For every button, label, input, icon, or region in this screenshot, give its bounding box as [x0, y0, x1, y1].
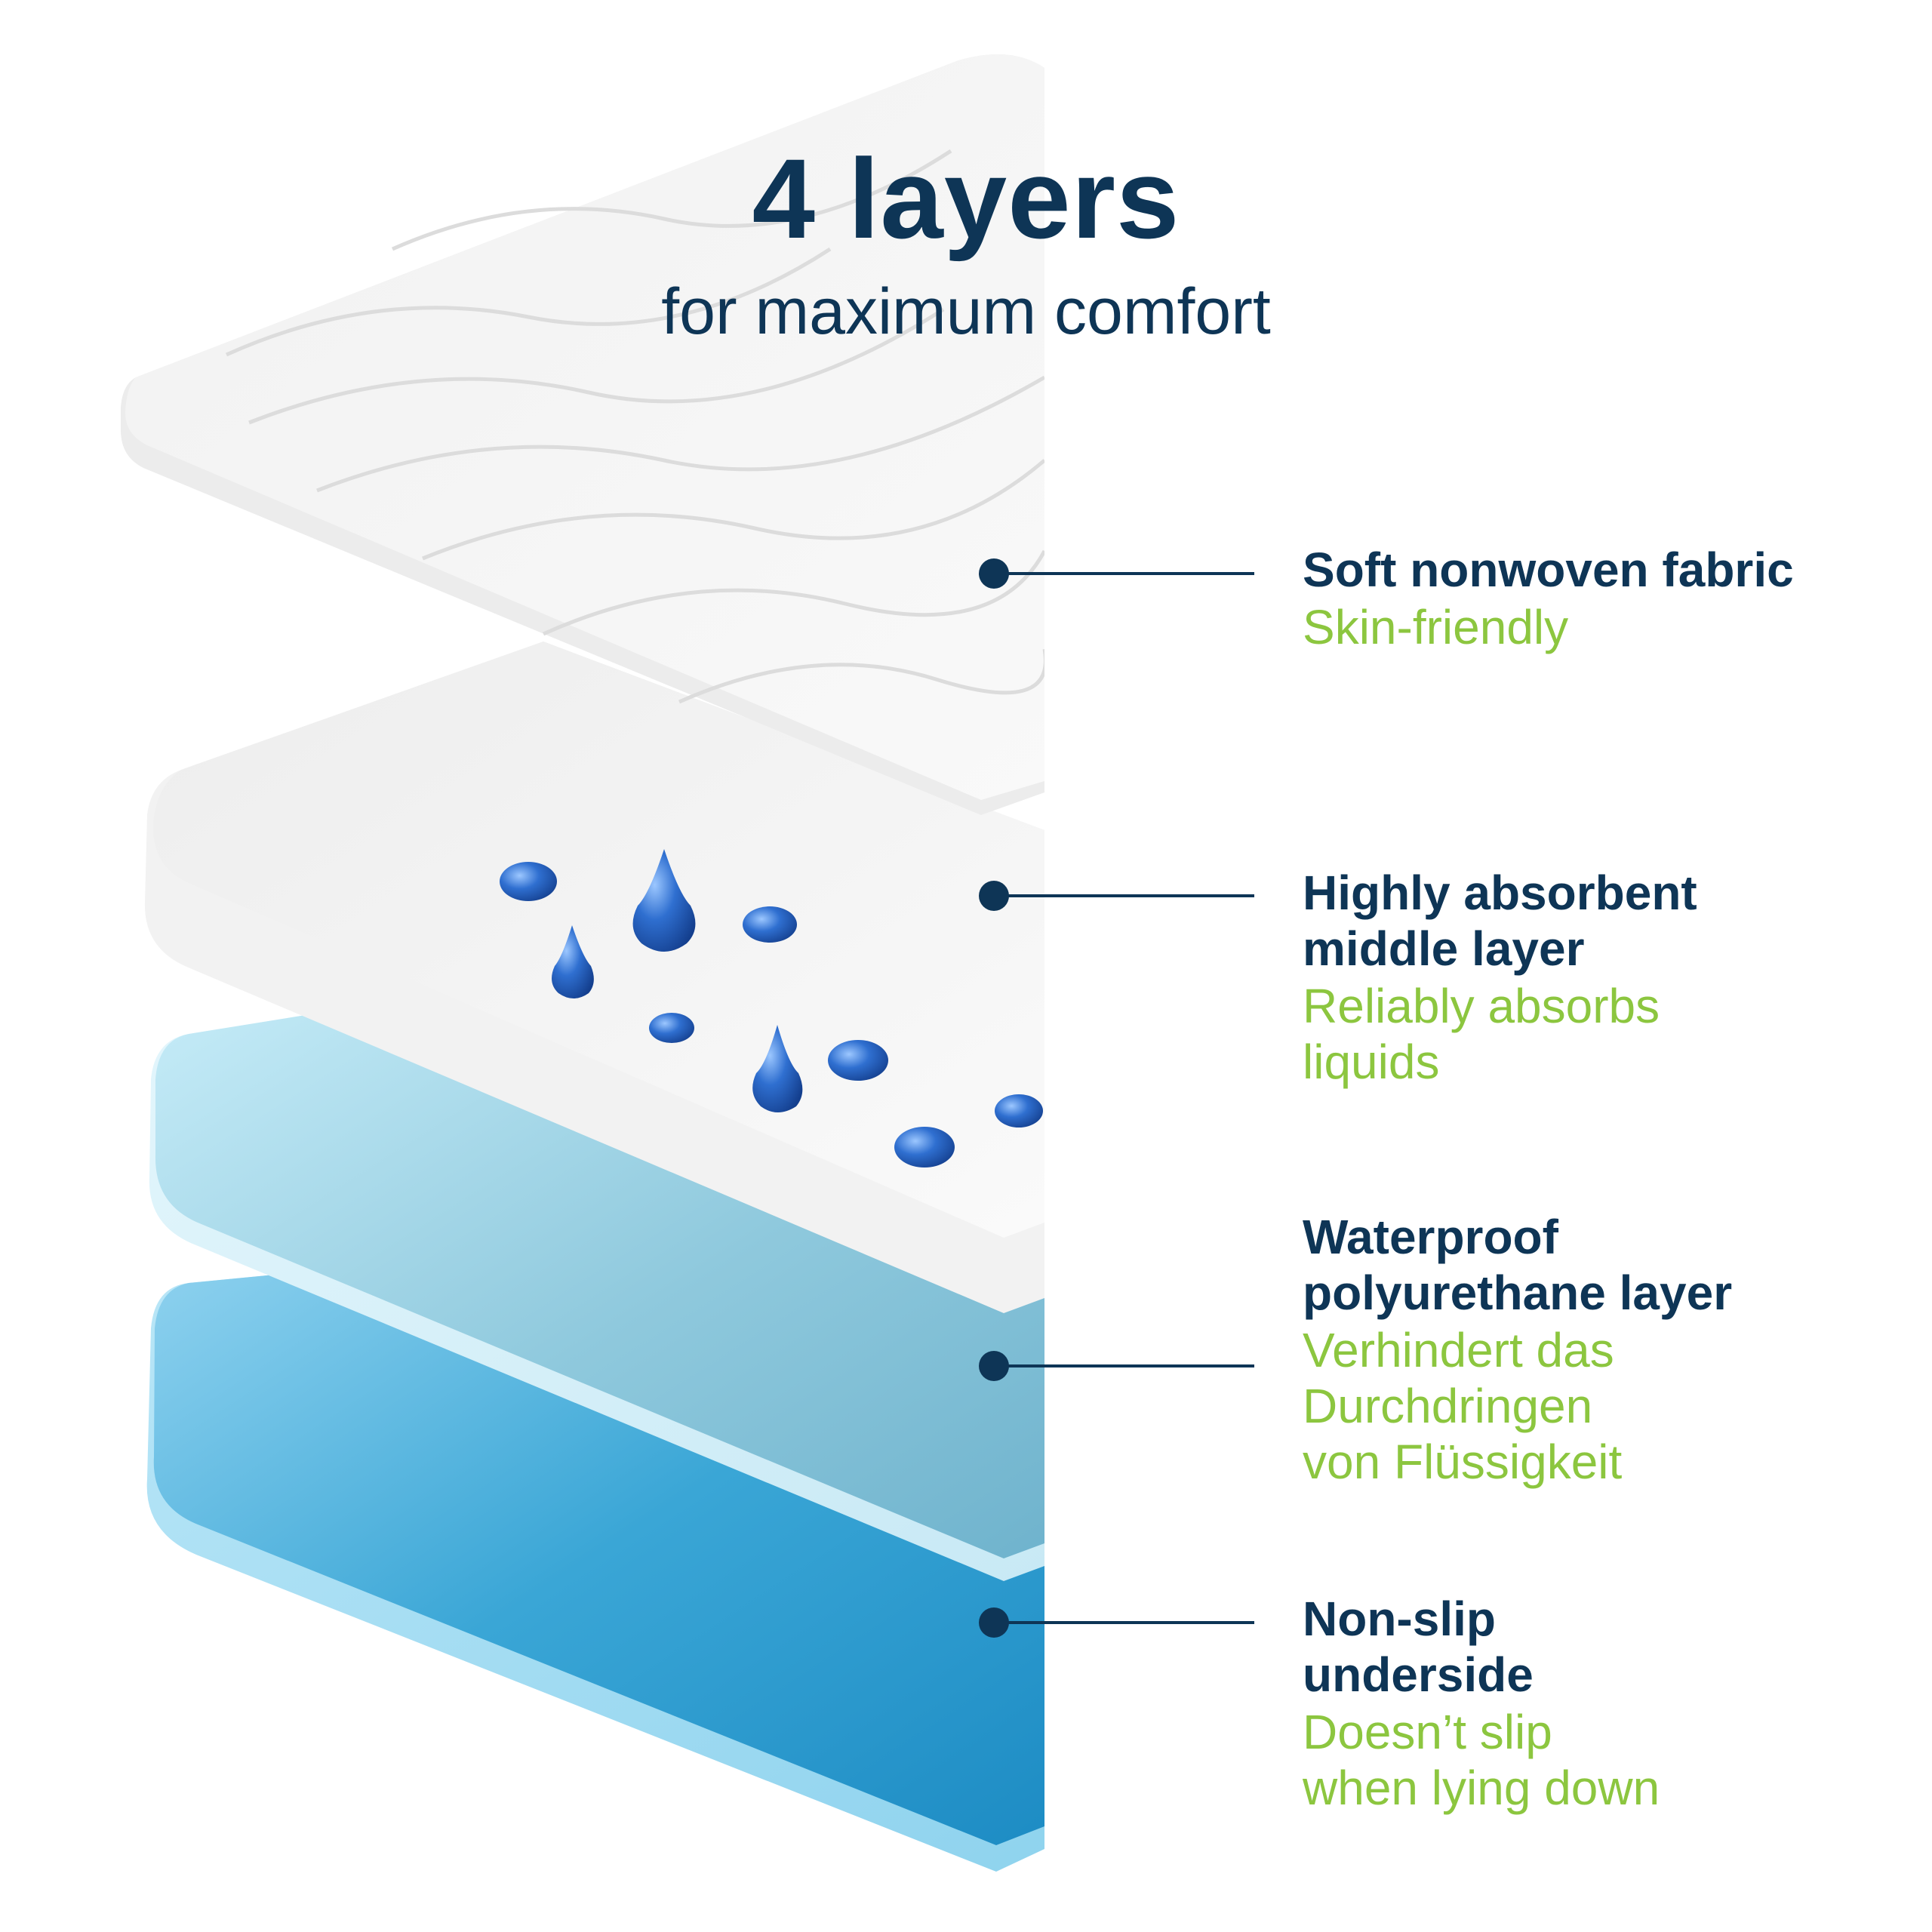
page-subtitle: for maximum comfort: [661, 275, 1271, 348]
connector-line: [1004, 894, 1254, 897]
connector-line: [1004, 1364, 1254, 1367]
layer-label-absorbent: Highly absorbent middle layer Reliably a…: [1303, 865, 1914, 1090]
layer-label-fabric: Soft nonwoven fabric Skin-friendly: [1303, 542, 1914, 655]
connector-line: [1004, 572, 1254, 575]
layer-heading: Soft nonwoven fabric: [1303, 543, 1794, 597]
fabric-layer: [121, 54, 1044, 815]
layer-label-non-slip: Non-slip underside Doesn’t slip when lyi…: [1303, 1591, 1914, 1816]
layer-heading: Waterproof polyurethane layer: [1303, 1210, 1733, 1320]
absorbent-layer: [144, 641, 1044, 1313]
connector-line: [1004, 1621, 1254, 1624]
page-title: 4 layers: [752, 135, 1180, 262]
layer-label-waterproof: Waterproof polyurethane layer Verhindert…: [1303, 1209, 1914, 1490]
layer-benefit: Reliably absorbs liquids: [1303, 979, 1660, 1089]
layer-heading: Non-slip underside: [1303, 1592, 1534, 1702]
layer-heading: Highly absorbent middle layer: [1303, 866, 1697, 976]
layer-benefit: Skin-friendly: [1303, 600, 1569, 654]
layer-benefit: Verhindert das Durchdringen von Flüssigk…: [1303, 1323, 1623, 1489]
water-droplets: [500, 849, 1043, 1168]
quilt-pattern: [225, 149, 1044, 704]
layer-benefit: Doesn’t slip when lying down: [1303, 1705, 1660, 1815]
